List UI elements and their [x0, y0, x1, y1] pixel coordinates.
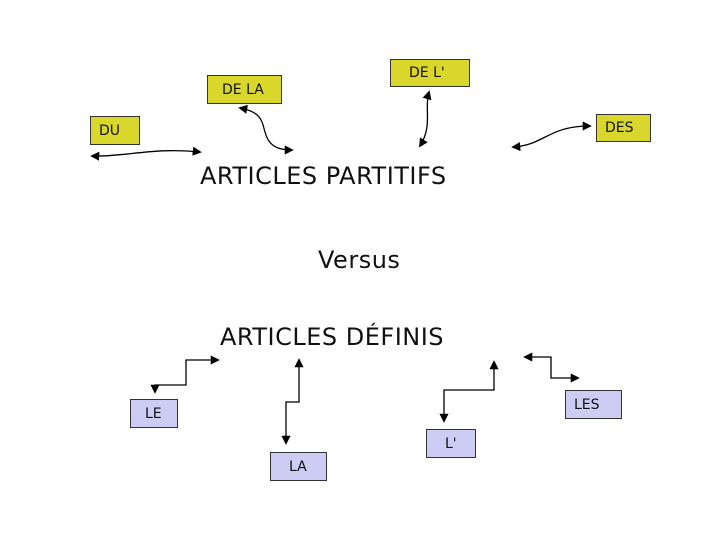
box-de-la: DE LA — [207, 75, 282, 104]
arrow-l — [439, 360, 499, 423]
label-l: L' — [445, 435, 457, 452]
title-definite-articles: ARTICLES DÉFINIS — [220, 323, 445, 351]
versus-label: Versus — [318, 246, 401, 274]
label-la: LA — [289, 458, 307, 475]
arrow-des — [511, 121, 592, 152]
label-des: DES — [605, 120, 634, 136]
box-le: LE — [130, 399, 178, 428]
label-le: LE — [145, 405, 162, 422]
label-de-l: DE L' — [409, 65, 445, 81]
box-la: LA — [270, 452, 327, 481]
title-partitive-articles: ARTICLES PARTITIFS — [200, 162, 447, 190]
box-l: L' — [426, 429, 476, 458]
box-du: DU — [90, 116, 140, 145]
label-du: DU — [99, 122, 121, 139]
box-des: DES — [596, 114, 651, 142]
box-de-l: DE L' — [390, 59, 470, 87]
label-les: LES — [574, 396, 600, 413]
box-les: LES — [565, 390, 622, 419]
arrow-de-l — [419, 90, 432, 148]
label-de-la: DE LA — [222, 81, 264, 98]
arrow-le — [150, 355, 220, 394]
arrow-la — [281, 358, 304, 445]
arrow-de-la — [238, 104, 294, 155]
arrow-du — [90, 146, 202, 161]
arrow-les — [523, 352, 580, 383]
